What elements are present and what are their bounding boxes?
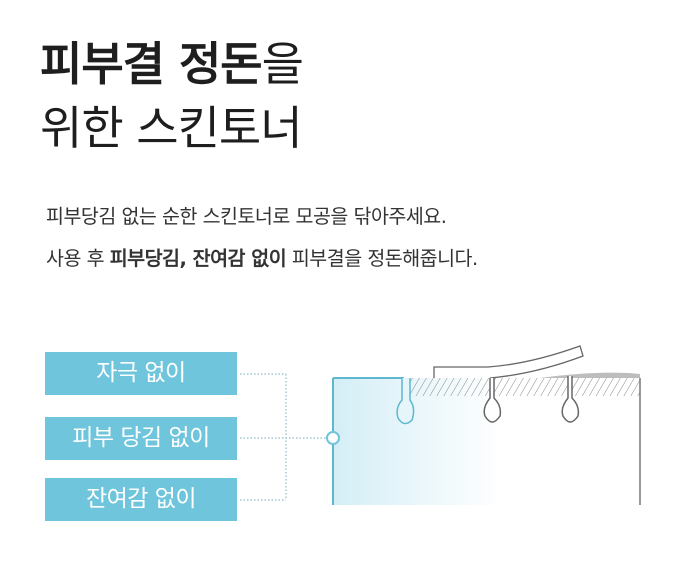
description-line-2: 사용 후 피부당김, 잔여감 없이 피부결을 정돈해줍니다. [46,246,478,272]
skin-layer [333,378,640,505]
feature-no-irritation: 자극 없이 [45,352,237,395]
description-line-1: 피부당김 없는 순한 스킨토너로 모공을 닦아주세요. [46,205,447,228]
heading-bold: 피부결 정돈 [40,37,263,91]
heading-line-2: 위한 스킨토너 [40,101,303,155]
desc-bold: 피부당김, 잔여감 없이 [109,247,287,270]
desc-text: 사용 후 [46,247,110,270]
pore [561,376,580,423]
connector-lines [240,373,330,501]
pore [483,378,502,423]
pore-clean [396,378,415,425]
heading-line-1: 피부결 정돈을 [40,36,304,92]
feature-no-tightness: 피부 당김 없이 [45,417,237,460]
residue-layer [408,378,640,396]
cotton-pad [433,345,584,379]
heading-rest: 을 [261,37,304,91]
residue-shadow [540,372,640,378]
connector-dot [326,431,340,445]
desc-text: 피부결을 정돈해줍니다. [286,247,478,270]
feature-no-residue: 잔여감 없이 [45,478,237,521]
